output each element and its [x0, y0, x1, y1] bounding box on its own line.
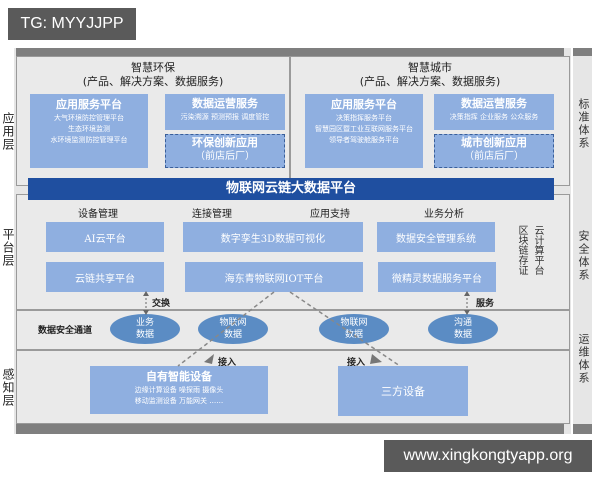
- communication-data-ellipse: 沟通数据: [428, 314, 498, 344]
- env-app-platform-box: 应用服务平台 大气环境防控管理平台 生态环境监测 水环境监测防控管理平台: [30, 94, 148, 168]
- category-device-mgmt: 设备管理: [78, 209, 118, 220]
- env-data-ops-box: 数据运营服务 污染溯源 预测预报 调度管控: [165, 94, 285, 130]
- ellipse-line: 数据: [453, 330, 472, 340]
- third-party-devices-box: 三方设备: [338, 366, 468, 416]
- category-business-analysis: 业务分析: [424, 209, 464, 220]
- data-service-box: 微精灵数据服务平台: [378, 262, 496, 292]
- iot-cloud-banner: 物联网云链大数据平台: [28, 178, 554, 200]
- top-bar: [16, 48, 564, 56]
- ops-system-label: 运维体系: [577, 333, 590, 385]
- smart-city-title: 智慧城市: [408, 61, 452, 74]
- application-layer-label: 应用层: [1, 112, 15, 151]
- city-app-platform-box: 应用服务平台 决策指挥服务平台 智慧园区暨工业互联网服务平台 领导者驾驶舱服务平…: [305, 94, 423, 168]
- city-app-platform-title: 应用服务平台: [331, 98, 397, 111]
- ellipse-line: 数据: [135, 330, 154, 340]
- data-security-mgmt-box: 数据安全管理系统: [377, 222, 495, 252]
- env-innovation-title: 环保创新应用: [192, 136, 258, 149]
- iot-data-ellipse-2: 物联网数据: [319, 314, 389, 344]
- iot-platform-box: 海东青物联网IOT平台: [185, 262, 363, 292]
- business-data-ellipse: 业务数据: [110, 314, 180, 344]
- platform-layer-label: 平台层: [1, 228, 15, 267]
- service-label: 服务: [476, 299, 495, 309]
- city-data-ops-items: 决策指挥 企业服务 公众服务: [449, 113, 539, 121]
- chain-share-box: 云链共享平台: [46, 262, 164, 292]
- smart-city-subtitle: (产品、解决方案、数据服务): [359, 75, 501, 88]
- exchange-label: 交换: [152, 299, 171, 309]
- city-innovation-title: 城市创新应用: [461, 136, 527, 149]
- env-data-ops-title: 数据运营服务: [192, 97, 258, 110]
- city-app-item: 智慧园区暨工业互联网服务平台: [315, 125, 413, 133]
- systems-column: [571, 48, 592, 434]
- watermark-bottom-right: www.xingkongtyapp.org: [384, 440, 592, 472]
- city-data-ops-box: 数据运营服务 决策指挥 企业服务 公众服务: [434, 94, 554, 130]
- env-innovation-subtitle: （前店后厂）: [195, 151, 255, 162]
- ellipse-line: 物联网: [340, 318, 368, 328]
- ellipse-line: 业务: [135, 318, 154, 328]
- city-innovation-subtitle: （前店后厂）: [464, 151, 524, 162]
- smart-env-subtitle: (产品、解决方案、数据服务): [82, 75, 224, 88]
- ai-cloud-box: AI云平台: [46, 222, 164, 252]
- own-devices-box: 自有智能设备 边缘计算设备 噪探雨 摄像头 移动监测设备 万能网关 ……: [90, 366, 268, 414]
- data-channel-label: 数据安全通道: [38, 326, 93, 336]
- watermark-top-left: TG: MYYJJPP: [8, 8, 136, 40]
- security-system-label: 安全体系: [577, 230, 590, 282]
- ellipse-line: 物联网: [219, 318, 247, 328]
- city-app-item: 决策指挥服务平台: [336, 114, 392, 122]
- own-devices-row2: 移动监测设备 万能网关 ……: [134, 397, 224, 405]
- standard-system-label: 标准体系: [577, 98, 590, 150]
- env-app-item: 生态环境监测: [68, 125, 110, 133]
- category-connection-mgmt: 连接管理: [192, 209, 232, 220]
- env-app-item: 水环境监测防控管理平台: [50, 136, 128, 144]
- env-data-ops-items: 污染溯源 预测预报 调度管控: [180, 113, 270, 121]
- city-data-ops-title: 数据运营服务: [461, 97, 527, 110]
- ellipse-line: 沟通: [453, 318, 472, 328]
- env-app-item: 大气环境防控管理平台: [54, 114, 124, 122]
- city-app-item: 领导者驾驶舱服务平台: [329, 136, 399, 144]
- iot-data-ellipse-1: 物联网数据: [198, 314, 268, 344]
- smart-env-title: 智慧环保: [131, 61, 175, 74]
- ellipse-line: 数据: [344, 330, 363, 340]
- cloud-computing-label: 云计算平台: [532, 225, 543, 275]
- digital-twin-box: 数字孪生3D数据可视化: [183, 222, 363, 252]
- own-devices-row1: 边缘计算设备 噪探雨 摄像头: [134, 386, 224, 394]
- blockchain-label: 区块链存证: [516, 225, 527, 275]
- env-app-platform-title: 应用服务平台: [56, 98, 122, 111]
- env-innovation-box: 环保创新应用 （前店后厂）: [165, 134, 285, 168]
- bottom-bar: [16, 424, 564, 434]
- perception-layer-label: 感知层: [1, 368, 15, 407]
- city-innovation-box: 城市创新应用 （前店后厂）: [434, 134, 554, 168]
- category-app-support: 应用支持: [310, 209, 350, 220]
- ellipse-line: 数据: [223, 330, 242, 340]
- own-devices-title: 自有智能设备: [146, 370, 212, 383]
